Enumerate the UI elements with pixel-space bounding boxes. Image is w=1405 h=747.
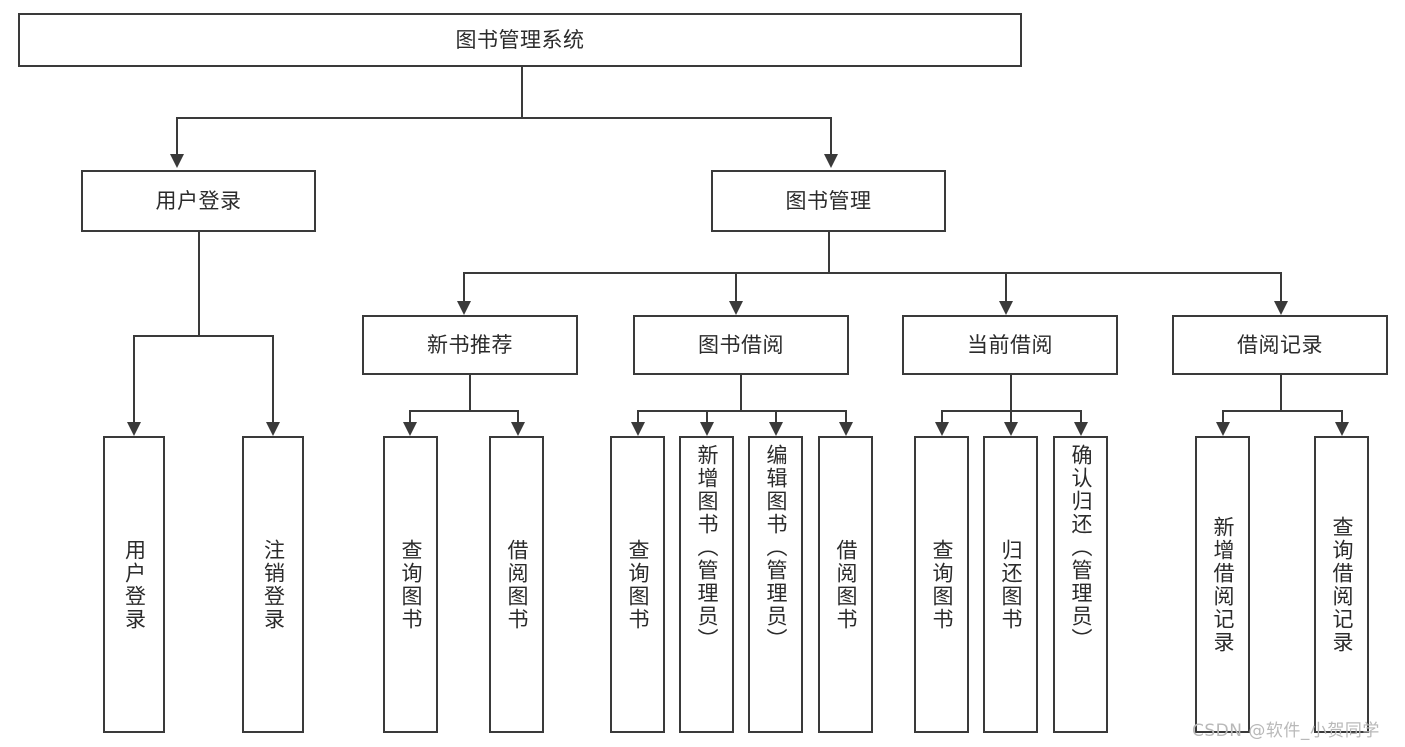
connector-current-borrow-stem xyxy=(1010,375,1012,410)
leaf-query-borrow-record[interactable]: 查询借阅记录 xyxy=(1314,436,1369,733)
leaf-borrow-book-1-label: 借阅图书 xyxy=(505,538,529,631)
leaf-edit-book-label: 编辑图书（管理员） xyxy=(764,444,788,651)
connector-to-user-login xyxy=(176,117,178,154)
arrow-to-book-borrow xyxy=(729,301,743,315)
connector-user-login-leaf1 xyxy=(133,335,135,422)
connector-nbr-leaf1 xyxy=(409,410,411,422)
node-new-book-recommend-label: 新书推荐 xyxy=(427,332,513,357)
leaf-query-book-1-label: 查询图书 xyxy=(399,538,423,631)
node-book-manage[interactable]: 图书管理 xyxy=(711,170,946,232)
arrow-br-leaf2 xyxy=(1335,422,1349,436)
leaf-query-book-3-label: 查询图书 xyxy=(930,538,954,631)
node-new-book-recommend[interactable]: 新书推荐 xyxy=(362,315,578,375)
connector-bb-leaf2 xyxy=(706,410,708,422)
leaf-return-book[interactable]: 归还图书 xyxy=(983,436,1038,733)
leaf-user-login-label: 用户登录 xyxy=(122,538,147,631)
connector-cb-leaf2 xyxy=(1010,410,1012,422)
connector-to-book-manage xyxy=(830,117,832,154)
connector-user-login-leaf2 xyxy=(272,335,274,422)
connector-borrow-record-stem xyxy=(1280,375,1282,410)
arrow-to-book-manage xyxy=(824,154,838,168)
connector-book-borrow-stem xyxy=(740,375,742,410)
arrow-to-current-borrow xyxy=(999,301,1013,315)
connector-br-leaf1 xyxy=(1222,410,1224,422)
leaf-logout-login-label: 注销登录 xyxy=(261,538,286,631)
leaf-confirm-return[interactable]: 确认归还（管理员） xyxy=(1053,436,1108,733)
leaf-borrow-book-2-label: 借阅图书 xyxy=(834,538,858,631)
arrow-bb-leaf2 xyxy=(700,422,714,436)
leaf-user-login[interactable]: 用户登录 xyxy=(103,436,165,733)
connector-cb-leaf3 xyxy=(1080,410,1082,422)
connector-br-leaf2 xyxy=(1341,410,1343,422)
leaf-add-borrow-record-label: 新增借阅记录 xyxy=(1211,515,1235,654)
arrow-br-leaf1 xyxy=(1216,422,1230,436)
arrow-user-login-leaf1 xyxy=(127,422,141,436)
connector-borrow-record-bar xyxy=(1222,410,1341,412)
connector-level2-bar xyxy=(176,117,830,119)
arrow-bb-leaf3 xyxy=(769,422,783,436)
arrow-to-new-book-recommend xyxy=(457,301,471,315)
arrow-to-borrow-record xyxy=(1274,301,1288,315)
node-current-borrow[interactable]: 当前借阅 xyxy=(902,315,1118,375)
arrow-nbr-leaf1 xyxy=(403,422,417,436)
node-borrow-record-label: 借阅记录 xyxy=(1237,332,1323,357)
leaf-query-book-1[interactable]: 查询图书 xyxy=(383,436,438,733)
arrow-cb-leaf3 xyxy=(1074,422,1088,436)
node-root[interactable]: 图书管理系统 xyxy=(18,13,1022,67)
connector-bb-leaf3 xyxy=(775,410,777,422)
leaf-query-borrow-record-label: 查询借阅记录 xyxy=(1330,515,1354,654)
leaf-add-borrow-record[interactable]: 新增借阅记录 xyxy=(1195,436,1250,733)
node-user-login-label: 用户登录 xyxy=(155,188,242,213)
arrow-bb-leaf4 xyxy=(839,422,853,436)
connector-level3-bar xyxy=(463,272,1280,274)
leaf-logout-login[interactable]: 注销登录 xyxy=(242,436,304,733)
leaf-add-book-label: 新增图书（管理员） xyxy=(695,444,719,651)
connector-nbr-leaf2 xyxy=(517,410,519,422)
connector-bb-leaf4 xyxy=(845,410,847,422)
connector-book-manage-stem xyxy=(828,232,830,272)
leaf-query-book-2-label: 查询图书 xyxy=(626,538,650,631)
connector-user-login-stem xyxy=(198,232,200,335)
connector-new-book-recommend-stem xyxy=(469,375,471,410)
arrow-nbr-leaf2 xyxy=(511,422,525,436)
node-book-borrow-label: 图书借阅 xyxy=(698,332,784,357)
node-borrow-record[interactable]: 借阅记录 xyxy=(1172,315,1388,375)
arrow-cb-leaf2 xyxy=(1004,422,1018,436)
arrow-user-login-leaf2 xyxy=(266,422,280,436)
leaf-edit-book[interactable]: 编辑图书（管理员） xyxy=(748,436,803,733)
arrow-to-user-login xyxy=(170,154,184,168)
arrow-bb-leaf1 xyxy=(631,422,645,436)
leaf-query-book-3[interactable]: 查询图书 xyxy=(914,436,969,733)
leaf-return-book-label: 归还图书 xyxy=(999,538,1023,631)
connector-cb-leaf1 xyxy=(941,410,943,422)
leaf-confirm-return-label: 确认归还（管理员） xyxy=(1069,444,1093,651)
node-book-borrow[interactable]: 图书借阅 xyxy=(633,315,849,375)
connector-root-stem xyxy=(521,67,523,117)
leaf-add-book[interactable]: 新增图书（管理员） xyxy=(679,436,734,733)
node-root-label: 图书管理系统 xyxy=(455,27,585,52)
leaf-borrow-book-2[interactable]: 借阅图书 xyxy=(818,436,873,733)
leaf-query-book-2[interactable]: 查询图书 xyxy=(610,436,665,733)
connector-new-book-recommend-bar xyxy=(409,410,517,412)
connector-to-book-borrow xyxy=(735,272,737,301)
connector-bb-leaf1 xyxy=(637,410,639,422)
node-current-borrow-label: 当前借阅 xyxy=(967,332,1053,357)
connector-to-current-borrow xyxy=(1005,272,1007,301)
connector-user-login-bar xyxy=(133,335,272,337)
arrow-cb-leaf1 xyxy=(935,422,949,436)
node-book-manage-label: 图书管理 xyxy=(785,188,872,213)
connector-to-borrow-record xyxy=(1280,272,1282,301)
connector-to-new-book-recommend xyxy=(463,272,465,301)
leaf-borrow-book-1[interactable]: 借阅图书 xyxy=(489,436,544,733)
connector-book-borrow-bar xyxy=(637,410,845,412)
node-user-login[interactable]: 用户登录 xyxy=(81,170,316,232)
